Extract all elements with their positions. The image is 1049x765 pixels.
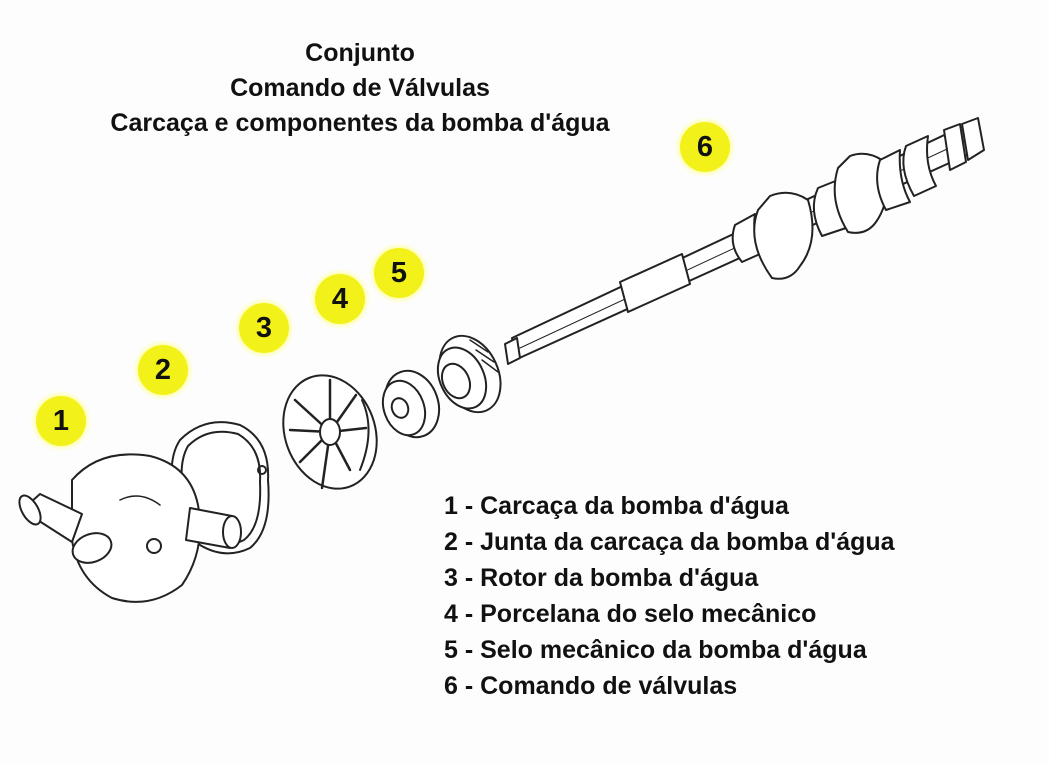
ceramic-seat-drawing: [381, 369, 441, 439]
impeller-drawing: [282, 374, 378, 490]
title-line-1: Conjunto: [305, 39, 415, 67]
badge-6-number: 6: [696, 131, 714, 163]
legend-item-6: 6 - Comando de válvulas: [444, 672, 738, 700]
badge-5: 5: [374, 248, 424, 298]
badge-1-number: 1: [52, 405, 70, 437]
parts-legend: 1 - Carcaça da bomba d'água 2 - Junta da…: [444, 488, 895, 704]
badge-3-number: 3: [255, 312, 273, 344]
legend-item-2: 2 - Junta da carcaça da bomba d'água: [444, 528, 895, 556]
badge-1: 1: [36, 396, 86, 446]
legend-item-5: 5 - Selo mecânico da bomba d'água: [444, 636, 867, 664]
title-line-2: Comando de Válvulas: [230, 74, 490, 102]
camshaft-drawing: [504, 117, 985, 365]
badge-2-number: 2: [154, 354, 172, 386]
legend-item-1: 1 - Carcaça da bomba d'água: [444, 492, 789, 520]
diagram-title: Conjunto Comando de Válvulas Carcaça e c…: [40, 36, 680, 141]
badge-3: 3: [239, 303, 289, 353]
legend-item-3: 3 - Rotor da bomba d'água: [444, 564, 759, 592]
badge-4: 4: [315, 274, 365, 324]
title-line-3: Carcaça e componentes da bomba d'água: [110, 109, 610, 137]
pump-housing-drawing: [18, 453, 242, 603]
mechanical-seal-drawing: [436, 334, 502, 414]
badge-4-number: 4: [331, 283, 349, 315]
badge-6: 6: [680, 122, 730, 172]
badge-2: 2: [138, 345, 188, 395]
legend-item-4: 4 - Porcelana do selo mecânico: [444, 600, 817, 628]
badge-5-number: 5: [390, 257, 408, 289]
